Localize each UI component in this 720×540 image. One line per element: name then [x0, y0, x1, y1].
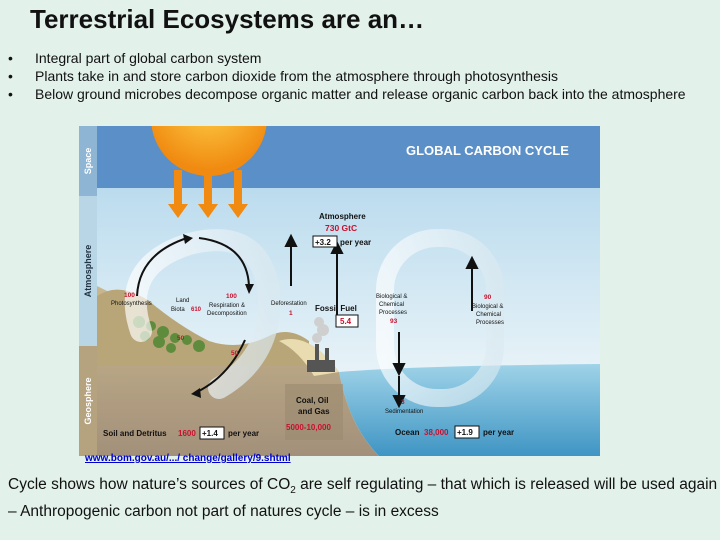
- geosphere-zone-label: Geosphere: [83, 377, 93, 424]
- smoke-icon: [312, 317, 329, 343]
- space-zone-label: Space: [83, 148, 93, 175]
- photosynthesis-label: Photosynthesis: [111, 301, 152, 307]
- ocean-process-left-1: Biological &: [376, 294, 407, 300]
- source-link[interactable]: www.bom.gov.au/.../ change/gallery/9.sht…: [85, 453, 291, 464]
- fossil-fuel-value: 5.4: [340, 317, 352, 326]
- soil-change-box: [199, 426, 225, 440]
- land-biota-value: 610: [191, 307, 202, 313]
- ocean-unit: per year: [483, 428, 514, 437]
- carbon-cycle-figure: Space Atmosphere Geosphere GLOBAL CARBON…: [79, 126, 600, 456]
- land-cycle-ring: [124, 229, 281, 399]
- soil-value: 1600: [178, 429, 196, 438]
- photosynthesis-value: 100: [124, 292, 135, 299]
- ocean-change: +1.9: [457, 428, 473, 437]
- slide-caption: Cycle shows how nature’s sources of CO2 …: [8, 474, 718, 522]
- space-zone-strip: [79, 126, 97, 196]
- bullet-text: Integral part of global carbon system: [35, 50, 262, 66]
- sedimentation-value: 3: [401, 399, 405, 406]
- atmosphere-label: Atmosphere: [319, 212, 366, 221]
- land-flux-right: 50: [231, 350, 239, 357]
- deforestation-value: 1: [289, 310, 293, 317]
- ocean-process-right-3: Processes: [476, 320, 504, 326]
- bullet-dot: •: [8, 50, 13, 66]
- respiration-label: Respiration &: [209, 303, 245, 309]
- land-cycle-arrows: [136, 237, 250, 393]
- soil-unit: per year: [228, 429, 259, 438]
- bullet-list: • Integral part of global carbon system •…: [8, 50, 708, 104]
- land-biota-label: Land: [176, 298, 189, 304]
- fossil-fuel-box: [335, 314, 359, 328]
- bullet-text: Below ground microbes decompose organic …: [35, 86, 686, 102]
- slide-title: Terrestrial Ecosystems are an…: [30, 4, 425, 34]
- bullet-text: Plants take in and store carbon dioxide …: [35, 68, 558, 84]
- bullet-dot: •: [8, 86, 13, 102]
- atmosphere-value: 730 GtC: [325, 223, 357, 233]
- land-arrowheads: [183, 234, 254, 398]
- soil-change: +1.4: [202, 429, 218, 438]
- coal-value: 5000-10,000: [286, 423, 331, 432]
- atmosphere-zone-strip: [79, 196, 97, 346]
- ocean-process-left-value: 93: [390, 318, 398, 325]
- upward-flux-arrows: [284, 233, 479, 409]
- sedimentation-label: Sedimentation: [385, 409, 423, 415]
- decomposition-label: Decomposition: [207, 311, 247, 317]
- atmosphere-change: +3.2: [315, 238, 331, 247]
- diagram-heading: GLOBAL CARBON CYCLE: [406, 143, 569, 158]
- ocean-process-left-3: Processes: [379, 310, 407, 316]
- caption-subscript: 2: [290, 485, 296, 497]
- ocean-change-box: [454, 425, 480, 439]
- land-flux-left: 50: [177, 335, 185, 342]
- ocean-process-left-2: Chemical: [379, 302, 404, 308]
- atmosphere-unit: per year: [340, 238, 371, 247]
- sunlight-arrows: [168, 170, 248, 218]
- bullet-dot: •: [8, 68, 13, 84]
- ocean-value: 38,000: [424, 428, 449, 437]
- geosphere-zone-strip: [79, 346, 97, 456]
- ocean-process-right-value: 90: [484, 294, 492, 301]
- atmosphere-change-box: [312, 235, 338, 248]
- carbon-cycle-diagram: Space Atmosphere Geosphere GLOBAL CARBON…: [79, 126, 600, 456]
- bullet-item: • Plants take in and store carbon dioxide…: [8, 68, 708, 85]
- ocean-process-right-1: Biological &: [472, 304, 503, 310]
- coal-label-2: and Gas: [298, 407, 330, 416]
- fossil-reservoir: [285, 384, 343, 440]
- fossil-fuel-label: Fossil Fuel: [315, 304, 357, 313]
- ocean-cycle-ring: [376, 229, 504, 407]
- caption-part-1: Cycle shows how nature’s sources of CO: [8, 476, 291, 493]
- ocean-area: [339, 364, 600, 456]
- ocean-label: Ocean: [395, 428, 420, 437]
- bullet-item: • Below ground microbes decompose organic…: [8, 86, 708, 103]
- caption-part-2: are self regulating – that which is rele…: [8, 476, 718, 521]
- deforestation-label: Deforestation: [271, 301, 307, 307]
- bullet-item: • Integral part of global carbon system: [8, 50, 708, 67]
- atmosphere-zone-label: Atmosphere: [83, 245, 93, 298]
- coal-label-1: Coal, Oil: [296, 396, 328, 405]
- factory-icon: [307, 344, 335, 372]
- respiration-value: 100: [226, 293, 237, 300]
- soil-label: Soil and Detritus: [103, 429, 167, 438]
- sun-icon: [151, 126, 267, 176]
- ocean-process-right-2: Chemical: [476, 312, 501, 318]
- land-biota-label-2: Biota: [171, 307, 185, 313]
